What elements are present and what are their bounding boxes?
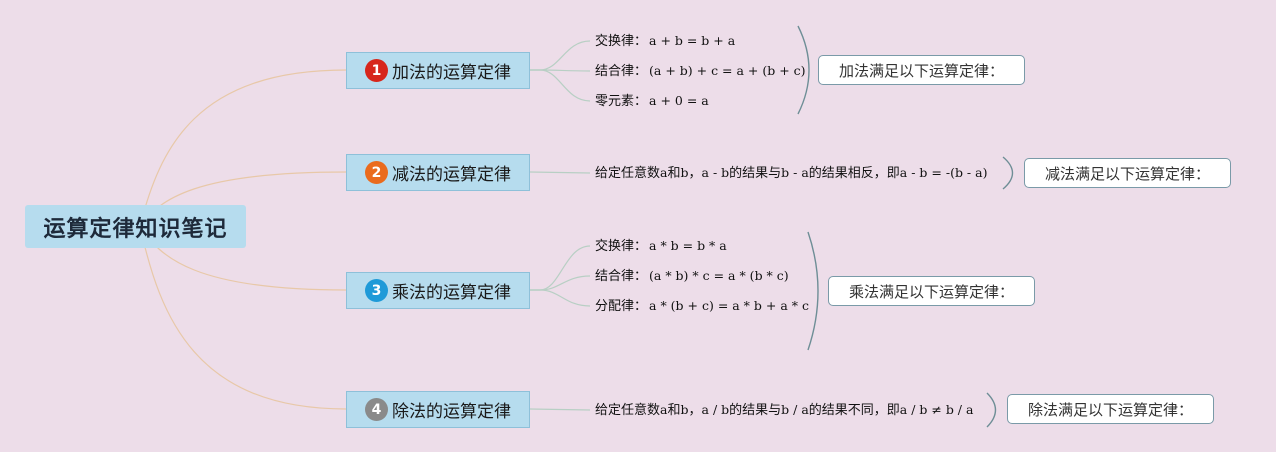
leaf-formula: a - b = -(b - a) xyxy=(899,165,988,180)
leaf-link-3-2 xyxy=(530,275,591,291)
root-link-4 xyxy=(139,225,347,410)
leaf-text: 的结果与 xyxy=(729,403,782,418)
bracket-division xyxy=(986,392,997,428)
leaf-link-3-1 xyxy=(530,245,591,291)
leaf-text: 给定任意数 xyxy=(595,166,661,181)
number-badge-2: 2 xyxy=(365,161,388,184)
number-badge-1: 1 xyxy=(365,59,388,82)
leaf-link-1-1 xyxy=(530,40,591,71)
leaf-link-4-1 xyxy=(529,408,591,411)
leaf-text: ， xyxy=(688,403,702,418)
summary-label: 乘法满足以下运算定律： xyxy=(848,282,1014,301)
branch-subtraction[interactable]: 2 减法的运算定律 xyxy=(346,154,530,191)
leaf-expr: a / b xyxy=(701,402,730,417)
leaf-formula: (a + b) + c = a + (b + c) xyxy=(649,63,806,78)
leaf-term: 交换律： xyxy=(595,34,648,49)
leaf-term: 结合律： xyxy=(595,64,648,79)
branch-label: 除法的运算定律 xyxy=(392,402,511,422)
leaf-expr: b / a xyxy=(781,402,809,417)
leaf-multiplication-associative[interactable]: 结合律：(a * b) * c = a * (b * c) xyxy=(595,268,789,285)
leaf-link-1-3 xyxy=(530,69,591,102)
branch-label: 减法的运算定律 xyxy=(392,165,511,185)
leaf-expr: b - a xyxy=(781,165,809,180)
branch-multiplication[interactable]: 3 乘法的运算定律 xyxy=(346,272,530,309)
leaf-term: 交换律： xyxy=(595,239,648,254)
leaf-text: 和 xyxy=(667,403,681,418)
summary-multiplication[interactable]: 乘法满足以下运算定律： xyxy=(828,276,1035,306)
leaf-text: 给定任意数 xyxy=(595,403,661,418)
number-badge-4: 4 xyxy=(365,398,388,421)
leaf-formula: a + b = b + a xyxy=(649,33,736,48)
bracket-addition xyxy=(797,25,810,115)
leaf-var: b xyxy=(680,402,689,417)
leaf-text: 和 xyxy=(667,166,681,181)
leaf-formula: a / b ≠ b / a xyxy=(899,402,974,417)
branch-addition[interactable]: 1 加法的运算定律 xyxy=(346,52,530,89)
branch-label: 加法的运算定律 xyxy=(392,63,511,83)
summary-label: 减法满足以下运算定律： xyxy=(1044,164,1210,183)
bracket-subtraction xyxy=(1002,156,1014,190)
leaf-term: 零元素： xyxy=(595,94,648,109)
leaf-formula: (a * b) * c = a * (b * c) xyxy=(649,268,789,283)
leaf-addition-commutative[interactable]: 交换律：a + b = b + a xyxy=(595,33,735,50)
summary-subtraction[interactable]: 减法满足以下运算定律： xyxy=(1024,158,1231,188)
root-link-1 xyxy=(139,69,347,227)
bracket-multiplication xyxy=(807,231,819,351)
leaf-subtraction-rule[interactable]: 给定任意数a和b，a - b的结果与b - a的结果相反，即a - b = -(… xyxy=(595,165,987,182)
leaf-formula: a * (b + c) = a * b + a * c xyxy=(649,298,809,313)
leaf-formula: a * b = b * a xyxy=(649,238,727,253)
leaf-var: a xyxy=(660,402,668,417)
leaf-addition-zero[interactable]: 零元素：a + 0 = a xyxy=(595,93,709,110)
summary-label: 除法满足以下运算定律： xyxy=(1027,400,1193,419)
leaf-multiplication-commutative[interactable]: 交换律：a * b = b * a xyxy=(595,238,727,255)
root-title: 运算定律知识笔记 xyxy=(43,216,228,242)
branch-division[interactable]: 4 除法的运算定律 xyxy=(346,391,530,428)
leaf-division-rule[interactable]: 给定任意数a和b，a / b的结果与b / a的结果不同，即a / b ≠ b … xyxy=(595,402,973,419)
leaf-var: b xyxy=(680,165,689,180)
branch-label: 乘法的运算定律 xyxy=(392,283,511,303)
leaf-text: 的结果相反，即 xyxy=(808,166,900,181)
leaf-addition-associative[interactable]: 结合律：(a + b) + c = a + (b + c) xyxy=(595,63,806,80)
leaf-link-2-1 xyxy=(529,171,591,174)
leaf-expr: a - b xyxy=(701,165,730,180)
leaf-formula: a + 0 = a xyxy=(649,93,709,108)
root-topic[interactable]: 运算定律知识笔记 xyxy=(25,205,246,248)
leaf-var: a xyxy=(660,165,668,180)
leaf-term: 分配律： xyxy=(595,299,648,314)
leaf-text: 的结果不同，即 xyxy=(808,403,900,418)
summary-label: 加法满足以下运算定律： xyxy=(838,61,1004,80)
leaf-text: 的结果与 xyxy=(729,166,782,181)
summary-addition[interactable]: 加法满足以下运算定律： xyxy=(818,55,1025,85)
summary-division[interactable]: 除法满足以下运算定律： xyxy=(1007,394,1214,424)
leaf-text: ， xyxy=(688,166,702,181)
number-badge-3: 3 xyxy=(365,279,388,302)
leaf-link-3-3 xyxy=(530,289,591,307)
leaf-multiplication-distributive[interactable]: 分配律：a * (b + c) = a * b + a * c xyxy=(595,298,809,315)
leaf-term: 结合律： xyxy=(595,269,648,284)
